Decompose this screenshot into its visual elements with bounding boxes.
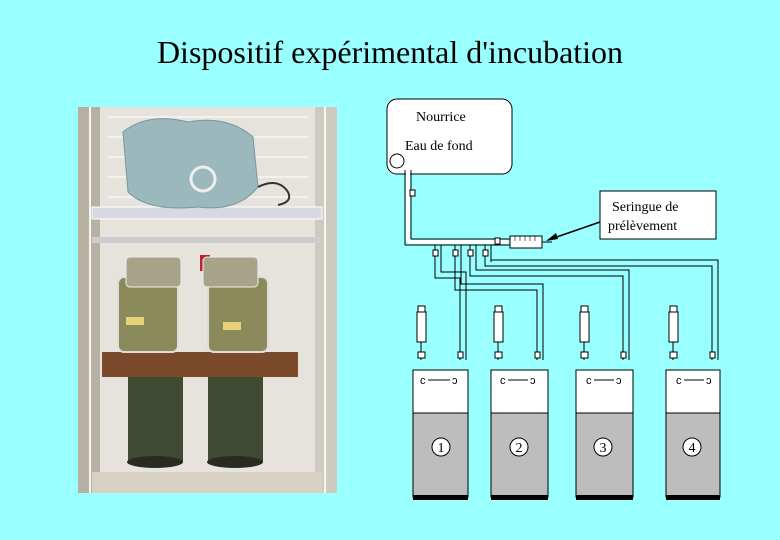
outlet-port (390, 154, 404, 168)
eau-label: Eau de fond (405, 139, 473, 154)
chamber-3-number: 3 (600, 441, 607, 456)
svg-text:ɔ: ɔ (452, 375, 458, 387)
svg-text:c: c (500, 375, 506, 387)
svg-text:c: c (586, 375, 592, 387)
svg-text:ɔ: ɔ (706, 375, 712, 387)
seringue-label-line2: prélèvement (608, 219, 677, 234)
seringue-label-line1: Seringue de (612, 200, 678, 215)
chamber-1: c ɔ 1 (413, 370, 468, 500)
chamber-2-number: 2 (516, 441, 523, 456)
svg-text:c: c (420, 375, 426, 387)
chamber-3: c ɔ 3 (576, 370, 633, 500)
svg-text:c: c (676, 375, 682, 387)
svg-text:ɔ: ɔ (530, 375, 536, 387)
syringe (510, 236, 552, 248)
nourrice-label: Nourrice (416, 110, 466, 125)
svg-text:ɔ: ɔ (616, 375, 622, 387)
chamber-4: c ɔ 4 (666, 370, 720, 500)
chamber-4-number: 4 (689, 441, 696, 456)
chamber-2: c ɔ 2 (491, 370, 548, 500)
chamber-1-number: 1 (438, 441, 445, 456)
sampling-tubes (417, 312, 678, 360)
